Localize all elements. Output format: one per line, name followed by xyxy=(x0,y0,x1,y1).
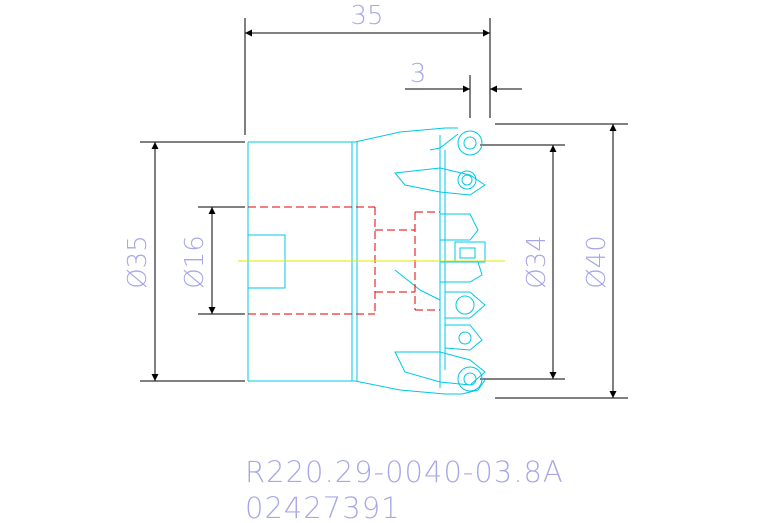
part-code: 02427391 xyxy=(245,491,401,523)
length-dimension-text: 35 xyxy=(350,1,383,31)
part-number: R220.29-0040-03.8A xyxy=(245,455,564,489)
inner-cutting-diameter-text: Ø34 xyxy=(522,235,552,289)
dimension-lines xyxy=(140,18,628,399)
bore-diameter-text: Ø16 xyxy=(180,235,210,289)
outer-cutting-diameter-text: Ø40 xyxy=(582,235,612,289)
body-diameter-text: Ø35 xyxy=(123,235,153,289)
offset-dimension-text: 3 xyxy=(410,59,427,89)
